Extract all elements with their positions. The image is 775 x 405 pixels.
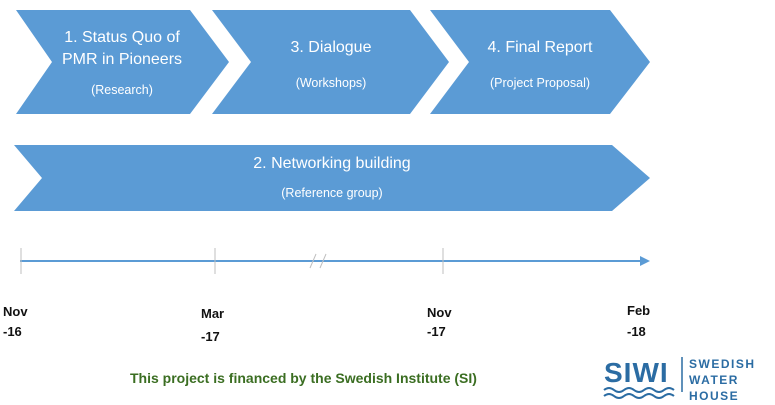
timeline-arrowhead — [640, 256, 650, 266]
tick-2-year: -17 — [201, 329, 220, 344]
logo-wave-icon — [603, 387, 675, 393]
tick-2-month: Mar — [201, 306, 224, 321]
tick-3-month: Nov — [427, 305, 452, 320]
phase-4-chevron: 4. Final Report (Project Proposal) — [430, 10, 650, 114]
tick-3-year: -17 — [427, 324, 446, 339]
phase-3-subtitle: (Workshops) — [296, 76, 367, 90]
financing-note: This project is financed by the Swedish … — [130, 370, 477, 386]
logo-line3: HOUSE — [689, 389, 739, 403]
timeline-break-mark-1 — [309, 253, 317, 269]
phase-1-shape — [16, 10, 229, 114]
siwi-logo: SIWI SWEDISH WATER HOUSE — [603, 357, 756, 403]
networking-shape — [14, 145, 650, 211]
tick-1-year: -16 — [3, 324, 22, 339]
phase-1-chevron: 1. Status Quo of PMR in Pioneers (Resear… — [16, 10, 229, 114]
logo-wave-icon-2 — [603, 393, 675, 399]
networking-arrow: 2. Networking building (Reference group) — [14, 145, 650, 211]
phase-1-subtitle: (Research) — [91, 83, 153, 97]
tick-1-month: Nov — [3, 304, 28, 319]
phase-4-subtitle: (Project Proposal) — [490, 76, 590, 90]
networking-title: 2. Networking building — [253, 155, 410, 172]
logo-acronym: SIWI — [604, 357, 669, 388]
phase-3-title: 3. Dialogue — [291, 39, 372, 56]
timeline-axis — [20, 248, 650, 274]
timeline-break-mark-2 — [319, 253, 327, 269]
logo-line2: WATER — [689, 373, 739, 387]
phase-4-title: 4. Final Report — [488, 39, 593, 56]
phase-3-chevron: 3. Dialogue (Workshops) — [212, 10, 449, 114]
phase-1-title-line1: 1. Status Quo of — [64, 29, 180, 46]
timeline-labels: Nov -16 Mar -17 Nov -17 Feb -18 — [3, 303, 650, 344]
tick-4-month: Feb — [627, 303, 650, 318]
networking-subtitle: (Reference group) — [281, 186, 382, 200]
logo-line1: SWEDISH — [689, 357, 756, 371]
phase-1-title-line2: PMR in Pioneers — [62, 51, 182, 68]
phase-4-shape — [430, 10, 650, 114]
phase-3-shape — [212, 10, 449, 114]
tick-4-year: -18 — [627, 324, 646, 339]
